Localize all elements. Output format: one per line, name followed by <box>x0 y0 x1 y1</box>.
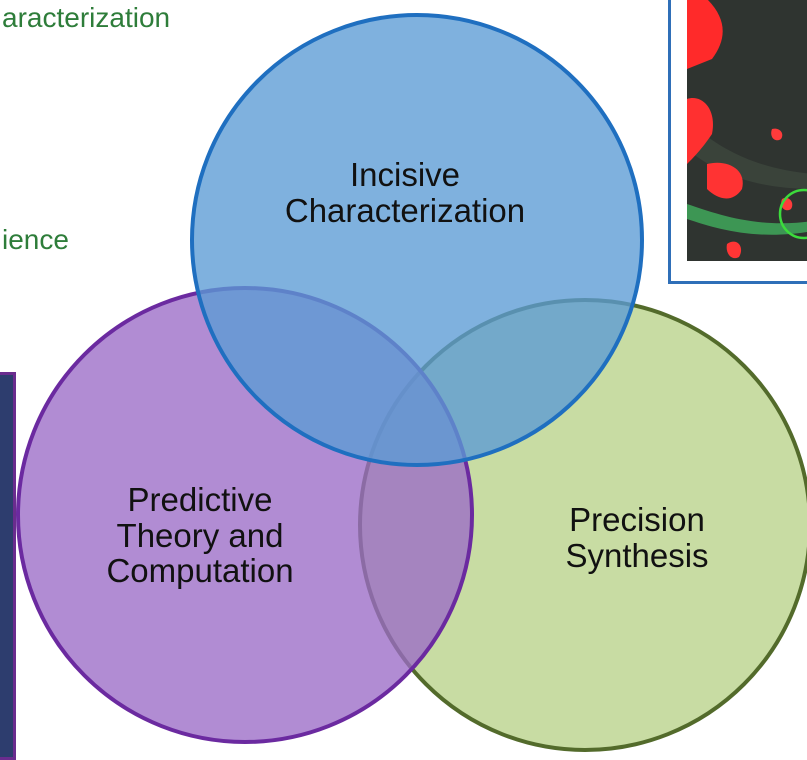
label-line: Precision <box>569 501 705 538</box>
microscopy-image-frame <box>668 0 807 284</box>
partial-caption-top: aracterization <box>2 2 171 33</box>
label-precision-synthesis: Precision Synthesis <box>492 502 782 573</box>
label-predictive-theory: Predictive Theory and Computation <box>50 482 350 589</box>
label-line: Predictive <box>127 481 273 518</box>
microscopy-image-icon <box>687 0 807 261</box>
circle-incisive-characterization <box>190 13 644 467</box>
label-line: Synthesis <box>565 536 709 574</box>
label-incisive-characterization: Incisive Characterization <box>250 157 560 228</box>
label-line: Characterization <box>284 191 526 229</box>
label-line: Incisive <box>349 156 461 193</box>
label-line: Computation <box>106 552 294 590</box>
label-line: Theory and <box>116 516 284 554</box>
partial-caption-middle: ience <box>2 224 69 255</box>
